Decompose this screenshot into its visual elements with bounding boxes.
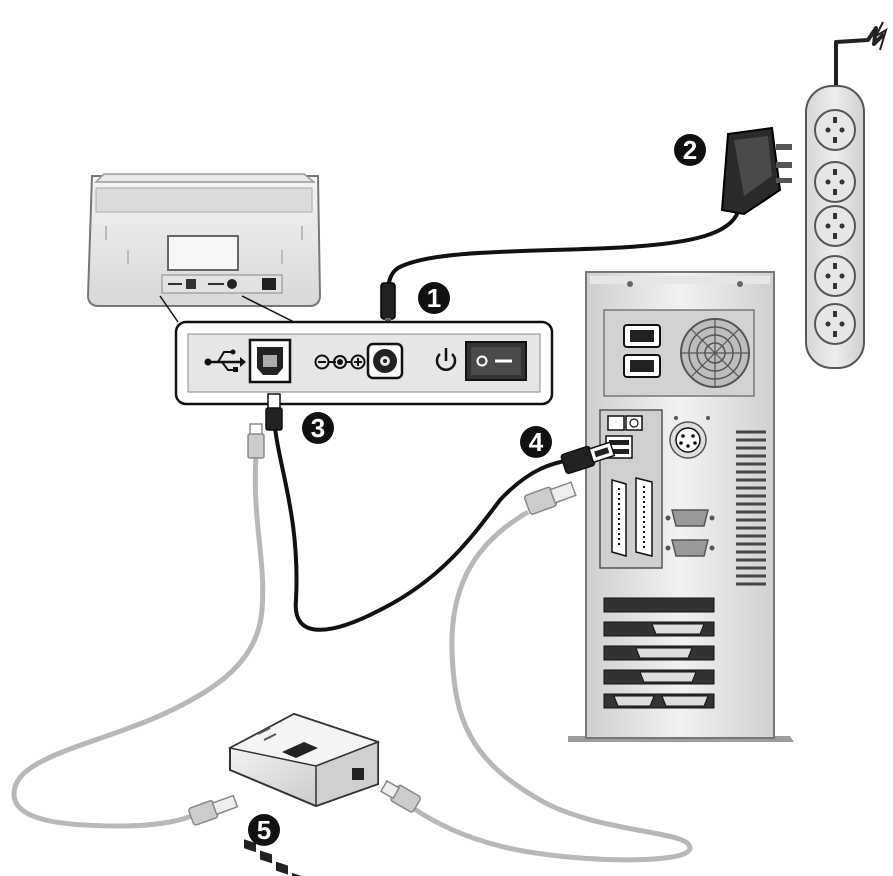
power-switch[interactable] — [465, 341, 527, 381]
usb-a-plug — [560, 441, 616, 475]
power-adapter — [720, 126, 792, 216]
power-strip-socket — [814, 255, 856, 297]
expansion-slot — [603, 597, 715, 613]
usb-cable-gray — [408, 509, 693, 863]
expansion-slot — [603, 669, 715, 685]
step-badge-4: 4 — [520, 426, 552, 458]
psu-inlet — [623, 324, 661, 348]
usb-plug-gray — [188, 794, 239, 826]
svg-text:1: 1 — [427, 283, 441, 313]
svg-text:2: 2 — [683, 135, 697, 165]
parallel-port — [635, 477, 653, 557]
usb-hub — [227, 712, 381, 876]
serial-port — [665, 509, 715, 527]
usb-icon — [204, 349, 246, 372]
scanner — [86, 173, 322, 323]
usb-b-port[interactable] — [248, 338, 292, 384]
step-badge-3: 3 — [302, 412, 334, 444]
usb-cable-black — [273, 427, 573, 632]
step-badge-1: 1 — [418, 282, 450, 314]
power-strip-socket — [814, 161, 856, 203]
serial-port — [665, 539, 715, 557]
power-strip — [805, 21, 888, 369]
usb-plug-gray — [247, 423, 265, 459]
expansion-slot — [603, 645, 715, 661]
switch-off-mark — [476, 355, 488, 367]
usb-cable-gray — [11, 455, 266, 829]
power-cable — [385, 211, 740, 311]
usb-plug-gray — [524, 481, 577, 515]
svg-text:5: 5 — [257, 815, 271, 845]
usb-b-plug — [265, 393, 283, 431]
power-strip-socket — [814, 205, 856, 247]
usb-plug-gray — [379, 779, 422, 813]
port-panel — [174, 320, 554, 406]
step-badge-2: 2 — [674, 134, 706, 166]
step-badge-5: 5 — [248, 814, 280, 846]
svg-text:3: 3 — [311, 413, 325, 443]
expansion-slot — [603, 693, 715, 709]
power-strip-socket — [814, 303, 856, 345]
ps2-port — [669, 421, 707, 459]
dc-polarity-icon — [314, 354, 366, 370]
fan-grille — [680, 318, 750, 388]
power-icon — [435, 348, 457, 371]
expansion-slot — [603, 621, 715, 637]
vent-grille — [736, 430, 766, 586]
parallel-port — [611, 479, 627, 557]
power-strip-socket — [814, 109, 856, 151]
computer-tower — [568, 271, 794, 742]
psu-outlet — [623, 354, 661, 378]
power-jack[interactable] — [366, 342, 404, 380]
svg-text:4: 4 — [529, 427, 544, 457]
